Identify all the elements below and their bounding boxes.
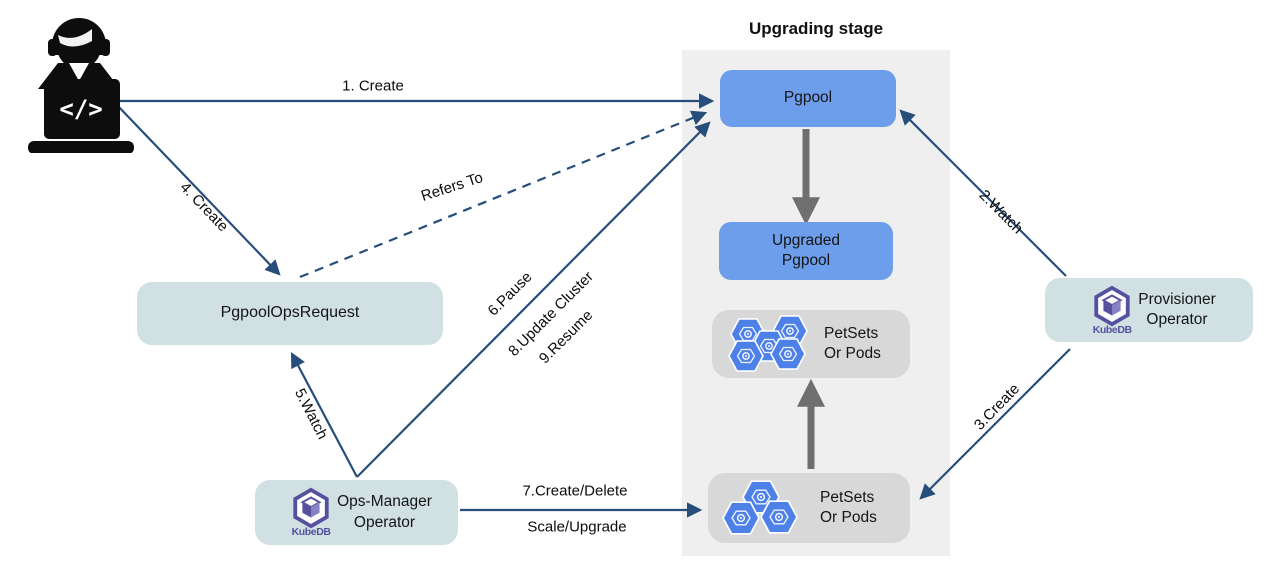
pgpool-node: Pgpool [720,70,896,127]
kubedb-cube-icon [293,487,329,529]
kubedb-logo: KubeDB [1088,285,1136,336]
laptop-code-glyph: </> [59,95,102,123]
pgpool-label: Pgpool [783,89,833,107]
ops-manager-label: Ops-Manager Operator [337,493,432,531]
edge-refers-to-line [299,110,708,279]
edge-label-1-create: 1. Create [342,77,404,95]
edge-label-7-create-delete: 7.Create/Delete [522,482,628,500]
edge-label-7-scale-upgrade: Scale/Upgrade [527,518,627,536]
petsets-lower-node: PetSets Or Pods [708,473,910,543]
edge-4-create-line [115,103,281,276]
edge-2-watch-line [899,109,1067,277]
ops-manager-operator-node: KubeDB Ops-Manager Operator [255,480,458,545]
stage-title: Upgrading stage [748,19,884,38]
upgraded-pgpool-label: Upgraded Pgpool [771,231,841,269]
kubedb-wordmark: KubeDB [291,526,331,538]
petsets-upper-label: PetSets Or Pods [824,324,881,362]
pod-cluster-icon [728,315,808,372]
kubedb-wordmark: KubeDB [1092,323,1132,336]
pgpool-ops-request-node: PgpoolOpsRequest [137,282,443,345]
developer-laptop-icon: </> [28,18,134,153]
petsets-upper-node: PetSets Or Pods [712,310,910,378]
provisioner-operator-node: KubeDB Provisioner Operator [1045,278,1253,342]
upgraded-pgpool-node: Upgraded Pgpool [719,222,893,280]
edge-5-watch-line [290,351,358,478]
pod-cluster-icon [722,480,798,535]
kubedb-cube-icon [1094,285,1130,326]
pgpool-ops-request-label: PgpoolOpsRequest [220,304,360,322]
petsets-lower-label: PetSets Or Pods [820,488,877,526]
edge-6-8-9-line [356,121,711,478]
edge-3-create-line [919,348,1071,500]
provisioner-label: Provisioner Operator [1138,290,1216,328]
upgrading-stage-panel [682,50,950,556]
kubedb-logo: KubeDB [287,487,335,538]
